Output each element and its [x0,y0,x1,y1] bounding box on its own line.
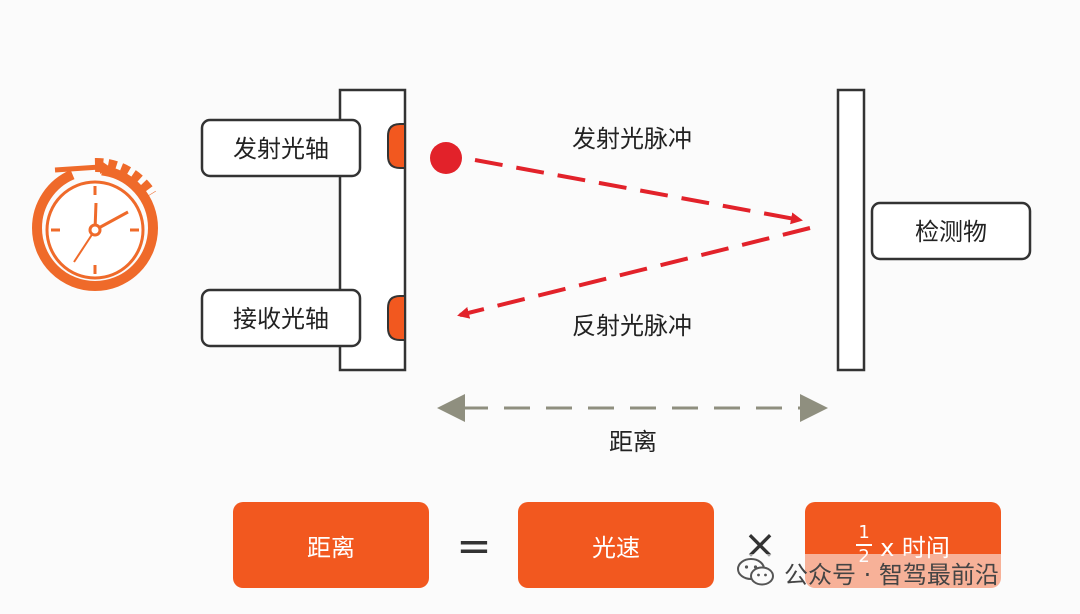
reflected-pulse-arrow [457,226,811,319]
target-label: 检测物 [915,218,987,246]
receive-axis-label: 接收光轴 [233,305,329,333]
target-plate [836,88,866,372]
formula-speed-label: 光速 [592,533,640,562]
fraction-numerator: 1 [858,522,870,543]
distance-arrow [437,394,828,422]
formula-speed-box: 光速 [518,502,714,588]
emit-axis-box [200,118,362,178]
emitter-lens [387,123,406,169]
emit-axis-label: 发射光轴 [233,135,329,163]
fraction-bar [856,544,873,546]
emitted-pulse-label: 发射光脉冲 [572,125,692,153]
watermark: 公众号 · 智驾最前沿 [730,554,1005,590]
formula-distance-box: 距离 [233,502,429,588]
receive-axis-box [200,288,362,348]
formula-distance-label: 距离 [307,533,355,562]
receiver-lens [387,295,406,341]
equals-sign: = [448,512,500,578]
watermark-text: 公众号 · 智驾最前沿 [784,560,999,589]
distance-label: 距离 [609,428,657,456]
wechat-icon [737,558,774,586]
emitted-pulse-arrow [474,158,803,225]
equals-text: = [456,520,492,570]
stopwatch-icon [32,158,158,291]
light-pulse-dot [430,142,462,174]
reflected-pulse-label: 反射光脉冲 [572,312,692,340]
target-box [870,201,1032,261]
